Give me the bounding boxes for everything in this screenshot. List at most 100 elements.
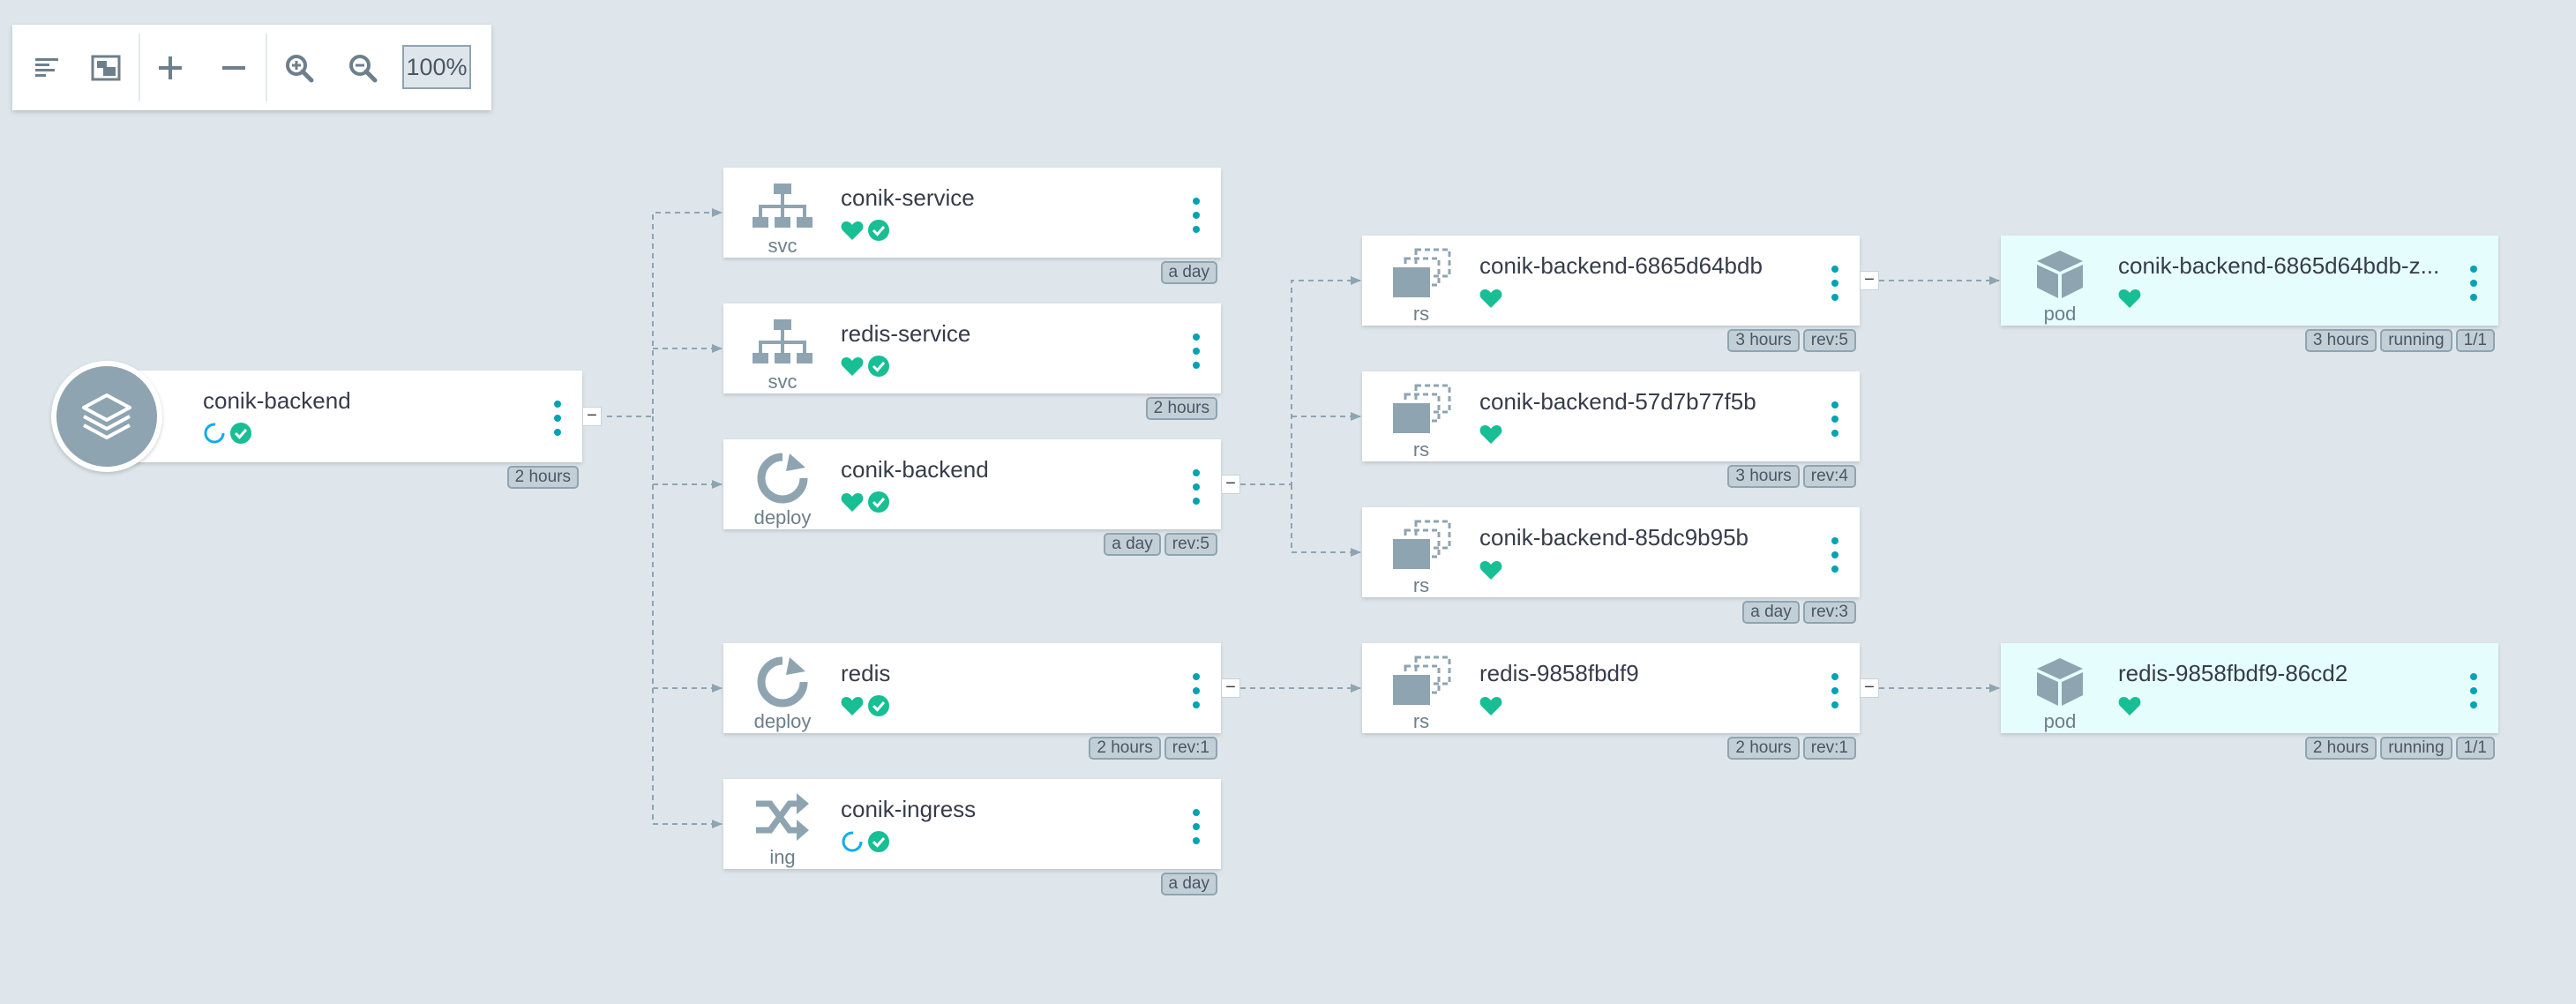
node-rs-redis-9858fbdf9[interactable]: rs redis-9858fbdf9 2 hours rev:1 [1362,643,1860,760]
tag-age: a day [1742,601,1800,624]
node-tags: 3 hours rev:4 [1727,465,1856,488]
node-menu-button[interactable] [549,401,566,436]
tag-phase: running [2380,329,2452,352]
node-name: conik-backend-85dc9b95b [1479,524,1749,551]
node-kind: rs [1412,574,1430,596]
node-pod-conik-backend[interactable]: pod conik-backend-6865d64bdb-z... 3 hour… [2001,236,2498,352]
zoom-level-display[interactable]: 100% [402,45,471,89]
service-icon [753,319,812,363]
node-kind: rs [1412,710,1430,732]
node-kind: pod [2043,710,2077,732]
replicaset-icon [1393,384,1451,433]
node-menu-button[interactable] [1826,537,1844,573]
collapse-button[interactable]: − [582,407,602,426]
tag-age: 2 hours [2304,737,2378,760]
edge-deploy-to-rs-85dc [1291,484,1361,557]
healthy-heart-icon [841,493,864,512]
collapse-button[interactable]: − [1860,271,1879,290]
node-menu-button[interactable] [2465,266,2482,301]
tag-revision: rev:1 [1164,737,1217,760]
app-node-conik-backend[interactable]: conik-backend 2 hours [106,371,582,489]
pod-icon-wrap [2022,656,2098,708]
collapse-button[interactable]: − [1221,475,1240,494]
align-left-button[interactable] [21,42,72,94]
edge-app-to-ingress [652,688,723,828]
healthy-heart-icon [1479,425,1502,444]
node-menu-button[interactable] [1187,673,1205,708]
node-menu-button[interactable] [1187,809,1205,844]
node-status [2118,285,2141,311]
node-menu-button[interactable] [1826,401,1844,437]
zoom-in-button[interactable] [273,42,325,94]
node-kind: rs [1412,438,1430,461]
node-menu-button[interactable] [1826,266,1844,301]
graph-toolbar: 100% [12,25,491,110]
deploy-icon [757,453,808,504]
healthy-heart-icon [841,697,864,716]
node-kind: rs [1412,303,1430,325]
node-tags: 2 hours running 1/1 [2304,737,2495,760]
tag-age: 2 hours [1727,737,1800,760]
ingress-icon-wrap [745,791,820,844]
node-pod-redis[interactable]: pod redis-9858fbdf9-86cd2 2 hours runnin… [2001,643,2498,760]
deploy-icon-wrap [745,656,820,708]
healthy-heart-icon [1479,697,1502,716]
synced-icon [868,356,889,377]
expand-all-button[interactable] [145,42,196,94]
replicaset-icon [1393,520,1451,569]
synced-icon [868,831,889,852]
fit-to-screen-icon [91,55,121,81]
tag-revision: rev:1 [1802,737,1856,760]
synced-icon [868,220,889,241]
node-conik-backend-deploy[interactable]: deploy conik-backend a day rev:5 [723,439,1221,556]
node-rs-85dc9b95b[interactable]: rs conik-backend-85dc9b95b a day rev:3 [1362,507,1860,624]
pod-cube-icon [2037,251,2083,298]
node-conik-ingress[interactable]: ing conik-ingress a day [723,779,1221,895]
node-status [1479,693,1502,719]
tag-age: 3 hours [1727,329,1800,352]
collapse-button[interactable]: − [1221,678,1240,698]
node-kind: svc [768,235,798,257]
node-menu-button[interactable] [1826,673,1844,708]
tag-age: 3 hours [2304,329,2378,352]
collapse-button[interactable]: − [1860,678,1879,698]
node-rs-57d7b77f5b[interactable]: rs conik-backend-57d7b77f5b 3 hours rev:… [1362,371,1860,488]
node-status [841,353,890,379]
node-menu-button[interactable] [1187,198,1205,233]
node-tags: a day rev:5 [1104,533,1217,556]
progressing-icon [842,831,863,852]
node-menu-button[interactable] [2465,673,2482,708]
tag-ready: 1/1 [2455,329,2495,352]
node-kind: pod [2043,303,2077,325]
fit-to-screen-button[interactable] [80,42,131,94]
edge-app-to-conik-service [607,208,723,417]
node-tags: 3 hours running 1/1 [2304,329,2495,352]
progressing-icon [204,423,225,444]
tag-ready: 1/1 [2455,737,2495,760]
node-redis-service[interactable]: svc redis-service 2 hours [723,303,1221,420]
node-status [1479,557,1502,583]
node-conik-service[interactable]: svc conik-service a day [723,168,1221,284]
layers-icon [82,393,131,439]
node-name: conik-backend [203,387,351,414]
node-menu-button[interactable] [1187,333,1205,369]
zoom-out-button[interactable] [337,42,388,94]
tag-age: a day [1160,261,1217,284]
toolbar-separator [139,34,140,101]
node-kind: svc [768,371,798,393]
healthy-heart-icon [1479,289,1502,308]
node-redis-deploy[interactable]: deploy redis 2 hours rev:1 [723,643,1221,760]
node-rs-6865d64bdb[interactable]: rs conik-backend-6865d64bdb 3 hours rev:… [1362,236,1860,352]
tag-revision: rev:5 [1802,329,1856,352]
node-menu-button[interactable] [1187,469,1205,505]
node-tags: 2 hours rev:1 [1089,737,1217,760]
node-name: redis-9858fbdf9 [1479,660,1639,686]
collapse-all-button[interactable] [208,42,259,94]
ingress-shuffle-icon [756,793,809,841]
node-name: conik-service [841,184,975,211]
node-status [841,489,890,515]
tag-age: 2 hours [506,466,579,489]
tag-age: a day [1104,533,1161,556]
replicaset-icon [1393,656,1451,705]
